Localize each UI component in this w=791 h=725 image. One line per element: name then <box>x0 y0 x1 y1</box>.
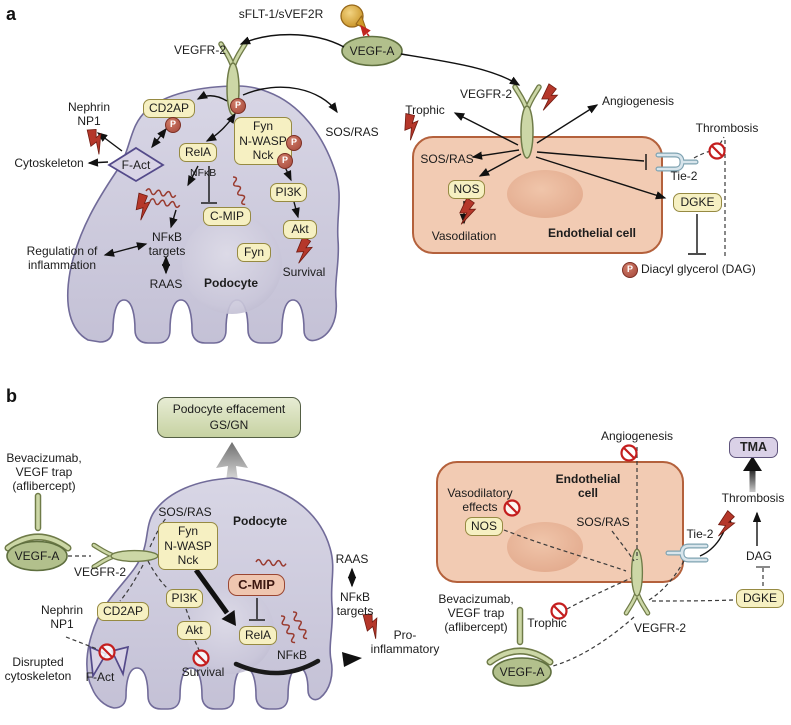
sflt-label: sFLT-1/sVEF2R <box>238 7 324 21</box>
endothelial-b-title: Endothelial cell <box>555 472 621 501</box>
nfkb-a-small-label: NFκB <box>190 167 217 179</box>
disrupted-cytoskeleton-label: Disrupted cytoskeleton <box>4 655 72 684</box>
f-act-b-label: F-Act <box>85 670 115 684</box>
vasodilation-a-label: Vasodilation <box>431 229 497 243</box>
rela-a-box: RelA <box>179 143 217 162</box>
nck-to-rela-arrow <box>193 568 236 626</box>
effacement-arrow <box>216 442 248 481</box>
vegfr2-a-podocyte-label: VEGFR-2 <box>173 43 226 57</box>
thrombosis-a-label: Thrombosis <box>695 121 759 135</box>
sos-ras-a-endothelial-label: SOS/RAS <box>420 152 474 166</box>
tie2-a-label: Tie-2 <box>670 169 698 183</box>
dag-a-label: Diacyl glycerol (DAG) <box>641 262 756 276</box>
dgke-b-box: DGKE <box>736 589 784 608</box>
podocyte-b-nucleus <box>186 586 274 674</box>
thrombosis-to-tma-arrow <box>743 456 762 492</box>
fyn-a-box: Fyn <box>237 243 271 262</box>
endothelial-b-nucleus <box>507 522 583 572</box>
phospho-cd2ap-a-icon: P <box>165 117 181 133</box>
vegfa-b-left-label: VEGF-A <box>14 549 60 563</box>
cmip-b-box: C-MIP <box>228 574 285 596</box>
trophic-a-label: Trophic <box>405 103 445 117</box>
nephrin-np1-b-label: Nephrin NP1 <box>40 603 84 632</box>
angiogenesis-a-label: Angiogenesis <box>602 94 675 108</box>
nfkb-targets-b-label: NFκB targets <box>336 590 374 619</box>
podocyte-a-nucleus <box>182 214 282 314</box>
bevacizumab-b-left-label: Bevacizumab, VEGF trap (aflibercept) <box>6 451 82 494</box>
vegfa-b-right-label: VEGF-A <box>499 665 545 679</box>
fyn-complex-b-box: Fyn N-WASP Nck <box>158 522 218 570</box>
antibody-trap-b-left-icon <box>8 496 68 548</box>
vegfa-b-right-ellipse <box>492 657 552 687</box>
raas-b-label: RAAS <box>335 552 369 566</box>
regulation-inflammation-label: Regulation of inflammation <box>26 244 98 273</box>
bevacizumab-b-right-label: Bevacizumab, VEGF trap (aflibercept) <box>438 592 514 635</box>
nfkb-b-label: NFκB <box>277 648 307 662</box>
sflt-droplet-icon <box>340 4 367 30</box>
dashes-b <box>65 447 764 667</box>
endothelial-b-shape <box>436 461 684 583</box>
phospho-nck-a-icon: P <box>277 153 293 169</box>
nfkb-export-swoosh <box>233 652 362 676</box>
phospho-nwasp-a-icon: P <box>286 135 302 151</box>
tie2-b-label: Tie-2 <box>686 527 714 541</box>
dag-b-label: DAG <box>745 549 772 563</box>
vegfr2-a-endothelial-label: VEGFR-2 <box>459 87 512 101</box>
proinflammatory-label: Pro- inflammatory <box>370 628 440 657</box>
arrows-a <box>87 33 706 275</box>
effacement-box: Podocyte effacement GS/GN <box>157 397 301 439</box>
nephrin-np1-a-label: Nephrin NP1 <box>67 100 111 129</box>
sos-ras-b-endothelial-label: SOS/RAS <box>576 515 630 529</box>
sos-ras-a-podocyte-label: SOS/RAS <box>325 125 379 139</box>
endothelial-a-title: Endothelial cell <box>547 226 637 240</box>
cd2ap-b-box: CD2AP <box>97 602 149 621</box>
rela-b-box: RelA <box>239 626 277 645</box>
nos-b-box: NOS <box>465 517 503 536</box>
tie2-receptor-a <box>658 155 696 169</box>
angiogenesis-b-label: Angiogenesis <box>600 429 674 443</box>
sos-ras-b-podocyte-label: SOS/RAS <box>158 505 212 519</box>
cd2ap-a-box: CD2AP <box>143 99 195 118</box>
vegfa-a-ellipse <box>341 35 403 67</box>
cmip-a-box: C-MIP <box>203 207 251 226</box>
nfkb-targets-a-label: NFκB targets <box>148 230 186 259</box>
akt-a-box: Akt <box>283 220 317 239</box>
nos-a-box: NOS <box>448 180 485 199</box>
cytoskeleton-a-label: Cytoskeleton <box>14 156 84 170</box>
pi3k-a-box: PI3K <box>270 183 307 202</box>
panel-b-artwork <box>6 442 770 710</box>
vegfa-b-left-ellipse <box>6 540 68 572</box>
tma-box: TMA <box>729 437 778 458</box>
vegfr2-b-podocyte-label: VEGFR-2 <box>73 565 126 579</box>
trophic-b-label: Trophic <box>527 616 567 630</box>
thrombosis-b-label: Thrombosis <box>721 491 785 505</box>
vasodilatory-effects-label: Vasodilatory effects <box>447 486 513 515</box>
survival-b-label: Survival <box>181 665 225 679</box>
prohibition-thrombosis-a-icon <box>708 142 726 160</box>
vegfr2-b-endothelial-label: VEGFR-2 <box>633 621 686 635</box>
endothelial-a-nucleus <box>507 170 583 218</box>
vegfa-to-sflt-arrow <box>360 24 371 37</box>
podocyte-b-title: Podocyte <box>232 514 287 528</box>
dgke-a-box: DGKE <box>673 193 722 212</box>
pi3k-b-box: PI3K <box>166 589 203 608</box>
phospho-dag-a-icon: P <box>622 262 638 278</box>
raas-a-label: RAAS <box>149 277 183 291</box>
phospho-receptor-a-icon: P <box>230 98 246 114</box>
podocyte-a-title: Podocyte <box>203 276 258 290</box>
panel-a-letter: a <box>6 4 17 24</box>
akt-b-box: Akt <box>177 621 211 640</box>
vegfa-a-label: VEGF-A <box>349 44 395 58</box>
survival-a-label: Survival <box>282 265 326 279</box>
f-act-diamond-a <box>107 146 165 183</box>
f-act-a-label: F-Act <box>121 158 151 172</box>
panel-b-letter: b <box>6 386 17 406</box>
